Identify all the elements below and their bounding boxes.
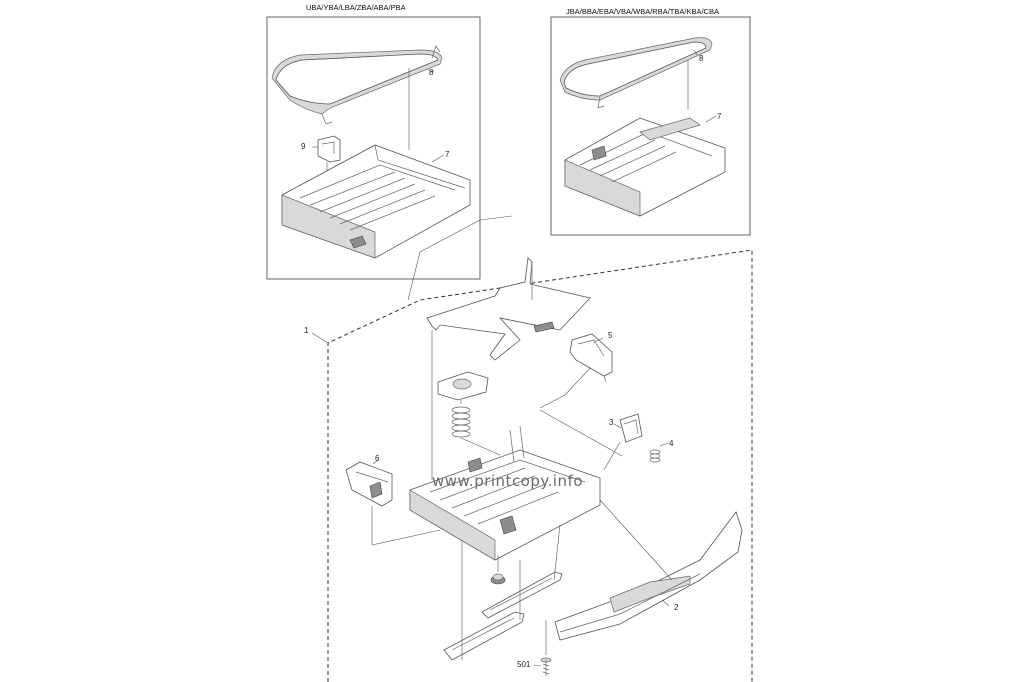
pressure-spring — [451, 400, 471, 438]
callout-4: 4 — [669, 439, 674, 448]
callout-2: 2 — [674, 603, 679, 612]
callout-7-left: 7 — [445, 150, 450, 159]
rack-gear-lower — [443, 611, 525, 661]
callout-1: 1 — [304, 326, 309, 335]
left-variant-header: UBA/YBA/LBA/ZBA/ABA/PBA — [306, 3, 406, 12]
spring-plate — [437, 371, 489, 401]
left-variant-frame — [266, 16, 481, 280]
guide-part-6 — [345, 461, 393, 507]
bracket-part-5 — [569, 333, 613, 383]
callout-7-right: 7 — [717, 112, 722, 121]
left-cover-part-8 — [271, 45, 443, 125]
watermark-text: www.printcopy.info — [432, 472, 584, 490]
gear — [490, 573, 506, 585]
callout-6: 6 — [375, 454, 380, 463]
callout-501: 501 — [517, 660, 531, 669]
callout-5: 5 — [608, 331, 613, 340]
assembly-boundary-part-1 — [327, 249, 753, 682]
callout-9: 9 — [301, 142, 306, 151]
spring-part-4 — [649, 449, 661, 463]
top-plate — [426, 257, 591, 361]
callout-3: 3 — [609, 418, 614, 427]
right-tray-part-7 — [564, 117, 726, 217]
main-cassette — [409, 425, 601, 561]
rack-gear-upper — [481, 571, 563, 619]
front-cover-part-2 — [554, 511, 743, 641]
right-variant-frame — [550, 16, 751, 236]
left-tray-part-7 — [281, 144, 471, 259]
right-variant-header: JBA/BBA/EBA/VBA/WBA/RBA/TBA/KBA/CBA — [566, 7, 719, 16]
screw-part-501 — [540, 657, 552, 676]
right-cover-part-8 — [559, 37, 713, 109]
callout-8-right: 8 — [699, 54, 704, 63]
callout-8-left: 8 — [429, 68, 434, 77]
plate-part-3 — [619, 413, 643, 443]
